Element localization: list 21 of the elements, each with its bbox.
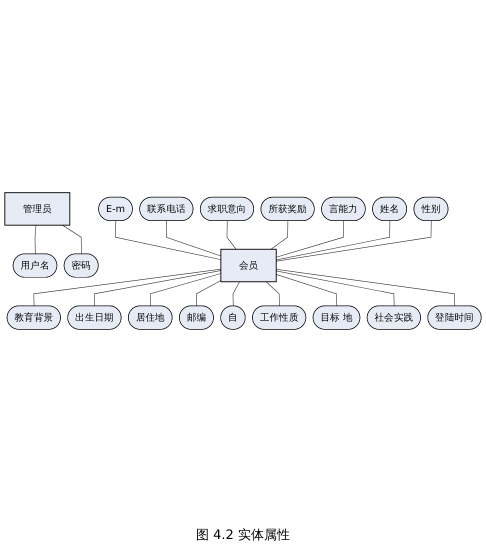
connector <box>166 220 222 256</box>
connector <box>270 220 288 250</box>
connector <box>276 220 390 260</box>
connector <box>196 280 222 306</box>
connector <box>94 270 222 306</box>
connector <box>276 274 338 306</box>
figure-caption: 图 4.2 实体属性 <box>196 527 290 544</box>
connector <box>276 270 394 306</box>
node-box: 会员 <box>220 248 277 282</box>
connector <box>115 220 222 260</box>
connector <box>34 224 36 254</box>
connector <box>266 281 280 306</box>
connector <box>232 281 240 306</box>
connector <box>276 220 344 258</box>
connector <box>226 220 236 250</box>
connector <box>150 273 222 306</box>
node-box: 管理员 <box>4 192 70 226</box>
connector <box>276 269 456 306</box>
connector <box>33 268 222 306</box>
connector <box>62 224 82 254</box>
connector <box>276 220 432 262</box>
